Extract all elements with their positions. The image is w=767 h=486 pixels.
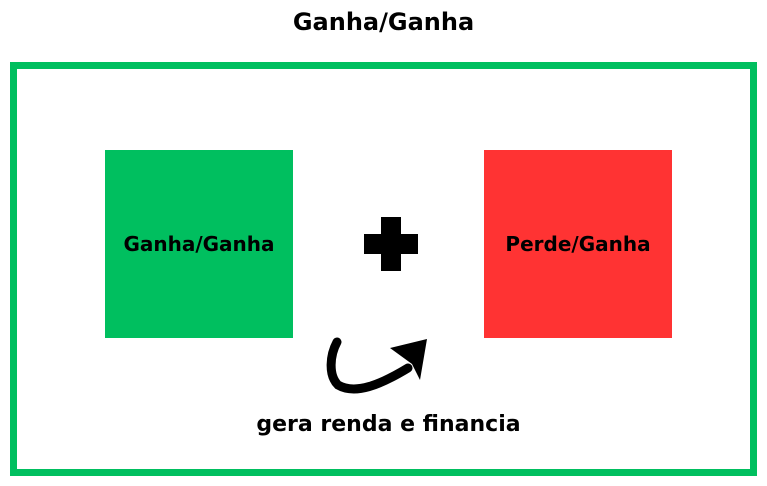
caption: gera renda e financia (256, 412, 521, 437)
ganha-ganha-label: Ganha/Ganha (123, 232, 275, 256)
ganha-ganha-box: Ganha/Ganha (105, 150, 293, 338)
diagram-title: Ganha/Ganha (292, 8, 475, 36)
plus-icon (364, 217, 418, 271)
curved-arrow-icon (326, 337, 427, 394)
perde-ganha-label: Perde/Ganha (505, 232, 651, 256)
diagram-frame (10, 62, 757, 476)
perde-ganha-box: Perde/Ganha (484, 150, 672, 338)
